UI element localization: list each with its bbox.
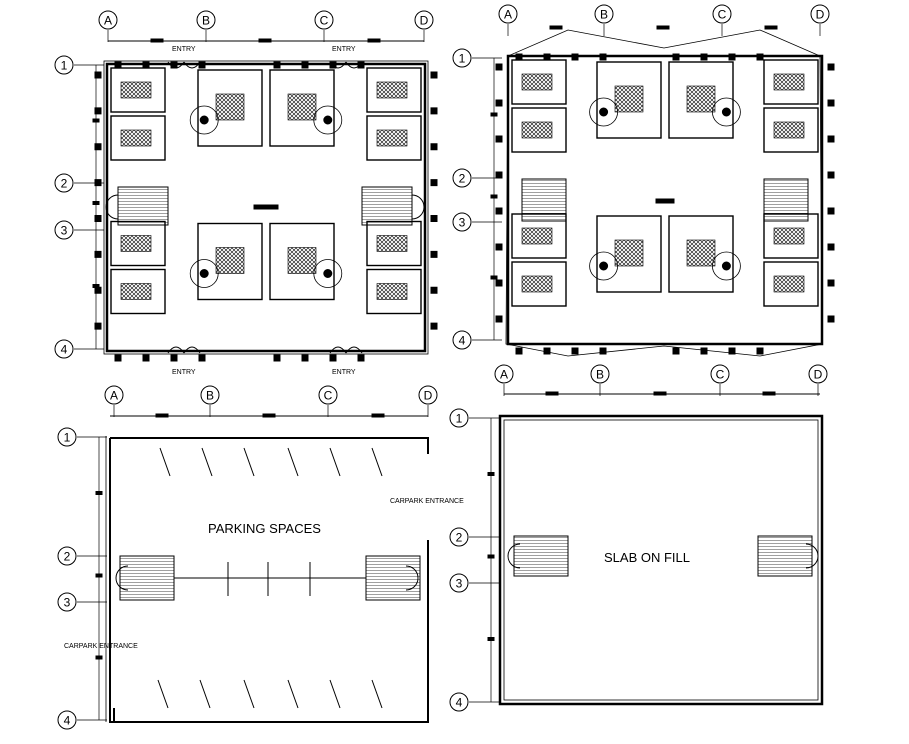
grid-bubble-1	[449, 408, 469, 428]
grid-bubble-d	[808, 364, 828, 384]
grid-bubble-d	[418, 385, 438, 405]
grid-label-col: A	[500, 368, 508, 382]
entry-label-top-b: ENTRY	[172, 46, 196, 53]
grid-label-row: 4	[64, 714, 71, 728]
entry-label-top-c: ENTRY	[332, 46, 356, 53]
grid-bubble-d	[810, 4, 830, 24]
grid-label-col: C	[320, 14, 329, 28]
grid-label-row: 1	[61, 59, 68, 73]
grid-bubble-1	[54, 55, 74, 75]
grid-bubble-4	[449, 692, 469, 712]
grid-label-col: C	[718, 8, 727, 22]
grid-label-row: 1	[456, 412, 463, 426]
grid-label-row: 2	[459, 172, 466, 186]
grid-bubble-4	[57, 710, 77, 730]
grid-label-row: 2	[64, 550, 71, 564]
grid-label-col: B	[202, 14, 210, 28]
grid-label-row: 1	[64, 431, 71, 445]
grid-bubble-b	[594, 4, 614, 24]
grid-bubble-c	[314, 10, 334, 30]
grid-bubble-1	[57, 427, 77, 447]
grid-bubble-b	[196, 10, 216, 30]
grid-label-row: 3	[456, 577, 463, 591]
grid-bubble-c	[710, 364, 730, 384]
grid-bubble-1	[452, 48, 472, 68]
carpark-entrance-label-right: CARPARK ENTRANCE	[390, 498, 464, 505]
grid-label-row: 1	[459, 52, 466, 66]
slab-on-fill-label: SLAB ON FILL	[604, 550, 690, 565]
grid-label-col: C	[716, 368, 725, 382]
grid-bubble-a	[498, 4, 518, 24]
grid-label-col: D	[424, 389, 433, 403]
grid-bubble-3	[57, 592, 77, 612]
grid-label-row: 2	[456, 531, 463, 545]
grid-bubble-c	[318, 385, 338, 405]
grid-label-col: B	[596, 368, 604, 382]
grid-bubble-4	[54, 339, 74, 359]
grid-bubble-2	[57, 546, 77, 566]
parking-plan: A B C D 1 2 3 4	[57, 385, 438, 730]
grid-label-col: A	[504, 8, 512, 22]
grid-label-col: A	[104, 14, 112, 28]
grid-bubble-2	[449, 527, 469, 547]
entry-label-bottom-b: ENTRY	[172, 369, 196, 376]
grid-bubble-d	[414, 10, 434, 30]
grid-bubble-b	[590, 364, 610, 384]
grid-label-row: 4	[456, 696, 463, 710]
grid-bubble-a	[98, 10, 118, 30]
carpark-entrance-label-left: CARPARK ENTRANCE	[64, 643, 138, 650]
grid-bubble-3	[449, 573, 469, 593]
grid-bubble-3	[452, 212, 472, 232]
grid-bubble-b	[200, 385, 220, 405]
grid-label-col: B	[206, 389, 214, 403]
grid-label-col: D	[420, 14, 429, 28]
typical-floor-plan-right: A B C D 1 2 3 4	[452, 4, 835, 357]
grid-label-col: A	[110, 389, 118, 403]
grid-bubble-2	[54, 173, 74, 193]
slab-on-fill-plan: A B C D 1 2 3 4	[449, 364, 828, 712]
grid-label-col: C	[324, 389, 333, 403]
grid-bubble-4	[452, 330, 472, 350]
grid-label-row: 3	[459, 216, 466, 230]
grid-label-col: B	[600, 8, 608, 22]
grid-bubble-a	[104, 385, 124, 405]
typical-floor-plan-left: A B C D 1 2 3 4	[54, 10, 438, 362]
grid-label-row: 4	[459, 334, 466, 348]
grid-bubble-a	[494, 364, 514, 384]
grid-bubble-3	[54, 220, 74, 240]
grid-label-col: D	[814, 368, 823, 382]
grid-label-row: 3	[64, 596, 71, 610]
entry-label-bottom-c: ENTRY	[332, 369, 356, 376]
grid-label-col: D	[816, 8, 825, 22]
grid-label-row: 4	[61, 343, 68, 357]
grid-label-row: 2	[61, 177, 68, 191]
grid-bubble-2	[452, 168, 472, 188]
grid-label-row: 3	[61, 224, 68, 238]
grid-bubble-c	[712, 4, 732, 24]
parking-spaces-label: PARKING SPACES	[208, 521, 321, 536]
